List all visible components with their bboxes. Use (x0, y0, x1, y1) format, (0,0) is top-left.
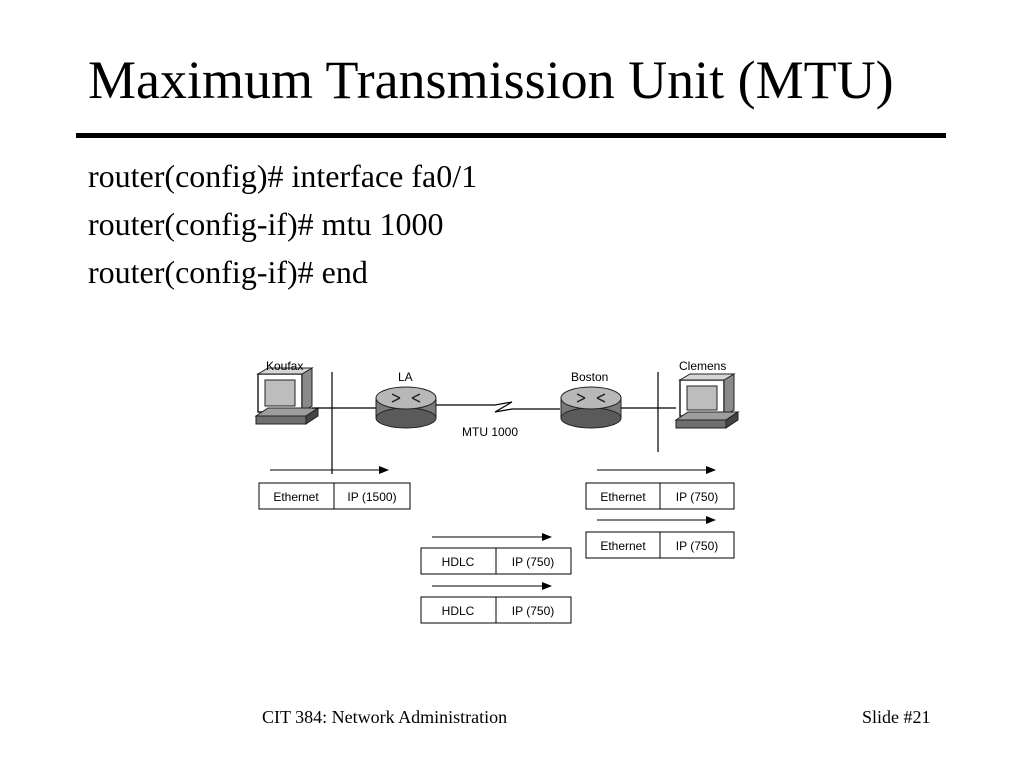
frame-payload-label: IP (750) (512, 555, 554, 569)
title-divider (76, 133, 946, 138)
footer-slide-number: Slide #21 (862, 707, 931, 727)
frame-middle: HDLC IP (750) (420, 596, 572, 624)
host-label-right: Clemens (679, 359, 726, 373)
command-line: router(config)# interface fa0/1 (88, 158, 478, 194)
frame-payload-label: IP (750) (676, 539, 718, 553)
command-line: router(config-if)# end (88, 254, 368, 290)
frame-header-label: Ethernet (600, 490, 646, 504)
frame-payload-label: IP (1500) (347, 490, 396, 504)
frame-right: Ethernet IP (750) (585, 482, 735, 510)
command-list: router(config)# interface fa0/1 router(c… (88, 152, 477, 296)
computer-icon (254, 367, 320, 425)
frame-payload-label: IP (750) (512, 604, 554, 618)
frame-payload-label: IP (750) (676, 490, 718, 504)
router-label-left: LA (398, 370, 413, 384)
router-label-right: Boston (571, 370, 608, 384)
router-icon (375, 386, 437, 429)
computer-icon (674, 373, 740, 429)
command-line: router(config-if)# mtu 1000 (88, 206, 444, 242)
frame-header-label: Ethernet (273, 490, 319, 504)
host-label-left: Koufax (266, 359, 303, 373)
frame-left: Ethernet IP (1500) (258, 482, 411, 510)
frame-header-label: Ethernet (600, 539, 646, 553)
serial-link (436, 401, 560, 413)
footer-course: CIT 384: Network Administration (262, 707, 508, 727)
frame-header-label: HDLC (442, 604, 475, 618)
link-mtu-label: MTU 1000 (462, 425, 518, 439)
router-icon (560, 386, 622, 429)
frame-middle: HDLC IP (750) (420, 547, 572, 575)
frame-header-label: HDLC (442, 555, 475, 569)
frame-right: Ethernet IP (750) (585, 531, 735, 559)
slide-title: Maximum Transmission Unit (MTU) (88, 50, 894, 110)
